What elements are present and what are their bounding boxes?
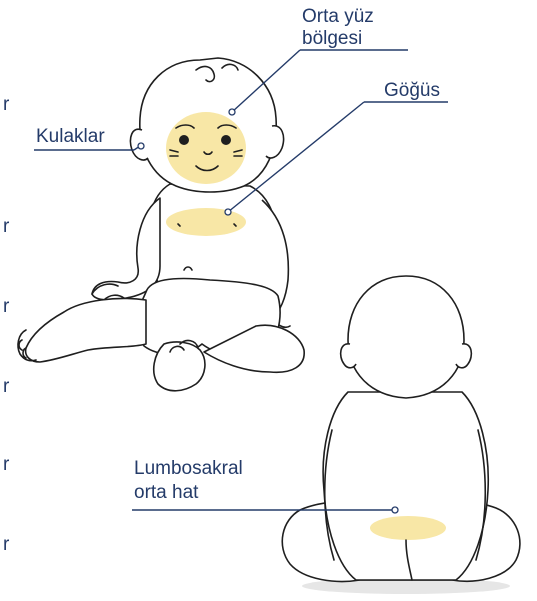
baby-right-eye [221,135,231,145]
baby-left-arm [92,198,160,300]
cut-off-text-column: r r r r r r [3,94,10,555]
edge-glyph: r [3,376,10,397]
callout-mid-face-line2: bölgesi [302,28,362,49]
lumbosacral-highlight [370,516,446,540]
callout-lumbosacral-dot [392,507,398,513]
baby-front-illustration [18,58,304,391]
baby-left-leg [26,299,146,363]
callout-ears-label: Kulaklar [36,126,105,147]
callout-chest-dot [225,209,231,215]
callout-mid-face-dot [229,109,235,115]
callout-mid-face-line1: Orta yüz [302,6,374,27]
back-view-head [348,276,464,398]
baby-right-foot [154,342,205,391]
edge-glyph: r [3,94,10,115]
edge-glyph: r [3,296,10,317]
baby-back-illustration [282,276,520,594]
edge-glyph: r [3,534,10,555]
chest-highlight [166,208,246,236]
callout-chest-label: Göğüs [384,80,440,101]
edge-glyph: r [3,454,10,475]
callout-ears: Kulaklar [34,126,144,150]
back-view-torso [323,392,488,580]
callout-lumbosacral-line1: Lumbosakral [134,458,243,479]
edge-glyph: r [3,216,10,237]
baby-left-eye [179,135,189,145]
callout-ears-dot [138,143,144,149]
callout-lumbosacral-line2: orta hat [134,482,199,503]
mid-face-highlight [166,112,246,184]
